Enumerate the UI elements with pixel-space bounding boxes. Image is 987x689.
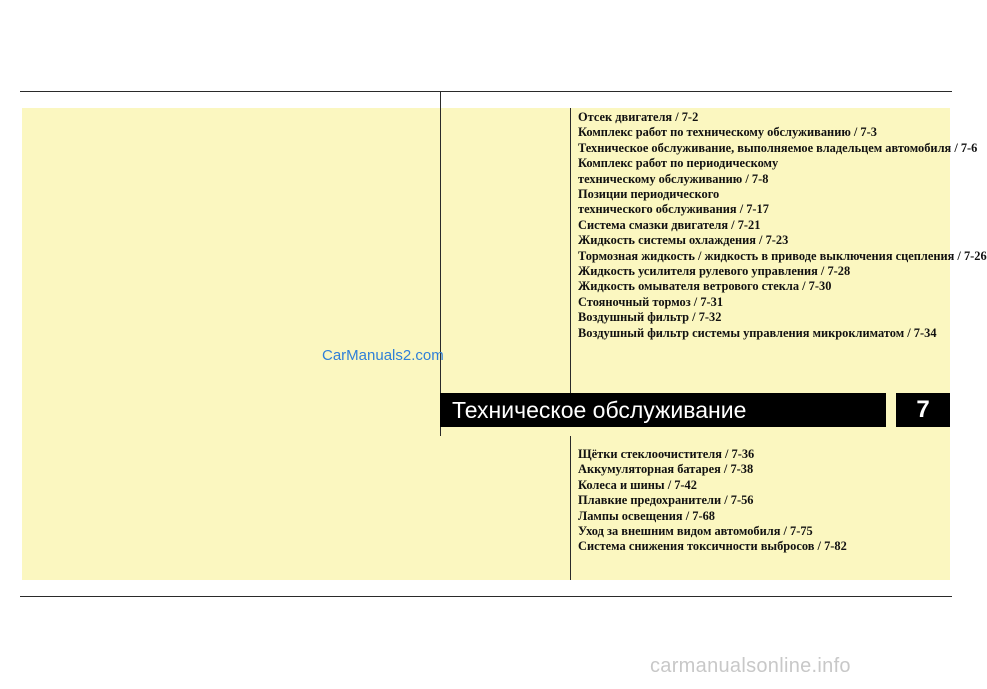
toc-item-scheduled-maintenance[interactable]: Комплекс работ по периодическому (578, 156, 779, 171)
contents-panel (22, 108, 950, 580)
contents-divider-lower (570, 436, 571, 580)
toc-item-parking-brake[interactable]: Стояночный тормоз / 7-31 (578, 294, 724, 309)
toc-item-scheduled-maintenance-cont[interactable]: техническому обслуживанию / 7-8 (578, 171, 769, 186)
toc-item-appearance-care[interactable]: Уход за внешним видом автомобиля / 7-75 (578, 524, 813, 539)
toc-item-wiper-blades[interactable]: Щётки стеклоочистителя / 7-36 (578, 447, 755, 461)
toc-item-brake-clutch-fluid[interactable]: Тормозная жидкость / жидкость в приводе … (578, 248, 987, 263)
bottom-rule (20, 596, 952, 597)
toc-item-air-cleaner[interactable]: Воздушный фильтр / 7-32 (578, 310, 722, 325)
table-of-contents-lower: Щётки стеклоочистителя / 7-36 Аккумулято… (578, 447, 847, 555)
top-rule (20, 91, 952, 92)
toc-item-fuses[interactable]: Плавкие предохранители / 7-56 (578, 493, 754, 508)
toc-item-engine-coolant[interactable]: Жидкость системы охлаждения / 7-23 (578, 233, 789, 248)
toc-item-engine-compartment[interactable]: Отсек двигателя / 7-2 (578, 110, 699, 124)
toc-item-emission-control[interactable]: Система снижения токсичности выбросов / … (578, 539, 847, 554)
toc-item-power-steering-fluid[interactable]: Жидкость усилителя рулевого управления /… (578, 264, 851, 279)
watermark-carmanualsonline: carmanualsonline.info (650, 655, 851, 677)
chapter-title-banner: Техническое обслуживание (440, 393, 886, 427)
contents-divider-upper (570, 108, 571, 396)
toc-item-maintenance-services[interactable]: Комплекс работ по техническому обслужива… (578, 125, 877, 140)
toc-item-owner-maintenance[interactable]: Техническое обслуживание, выполняемое вл… (578, 140, 978, 155)
toc-item-battery[interactable]: Аккумуляторная батарея / 7-38 (578, 462, 754, 477)
toc-item-washer-fluid[interactable]: Жидкость омывателя ветрового стекла / 7-… (578, 279, 832, 294)
toc-item-engine-oil[interactable]: Система смазки двигателя / 7-21 (578, 217, 761, 232)
left-column-divider (440, 91, 441, 436)
toc-item-climate-control-air-filter[interactable]: Воздушный фильтр системы управления микр… (578, 325, 937, 340)
toc-item-maintenance-items-cont[interactable]: технического обслуживания / 7-17 (578, 202, 769, 217)
table-of-contents-upper: Отсек двигателя / 7-2 Комплекс работ по … (578, 110, 987, 341)
chapter-title: Техническое обслуживание (452, 397, 747, 423)
toc-item-tires-wheels[interactable]: Колеса и шины / 7-42 (578, 477, 697, 492)
watermark-carmanuals2[interactable]: CarManuals2.com (322, 347, 444, 364)
chapter-number-badge: 7 (896, 393, 950, 427)
toc-item-maintenance-items[interactable]: Позиции периодического (578, 187, 720, 202)
toc-item-light-bulbs[interactable]: Лампы освещения / 7-68 (578, 508, 715, 523)
